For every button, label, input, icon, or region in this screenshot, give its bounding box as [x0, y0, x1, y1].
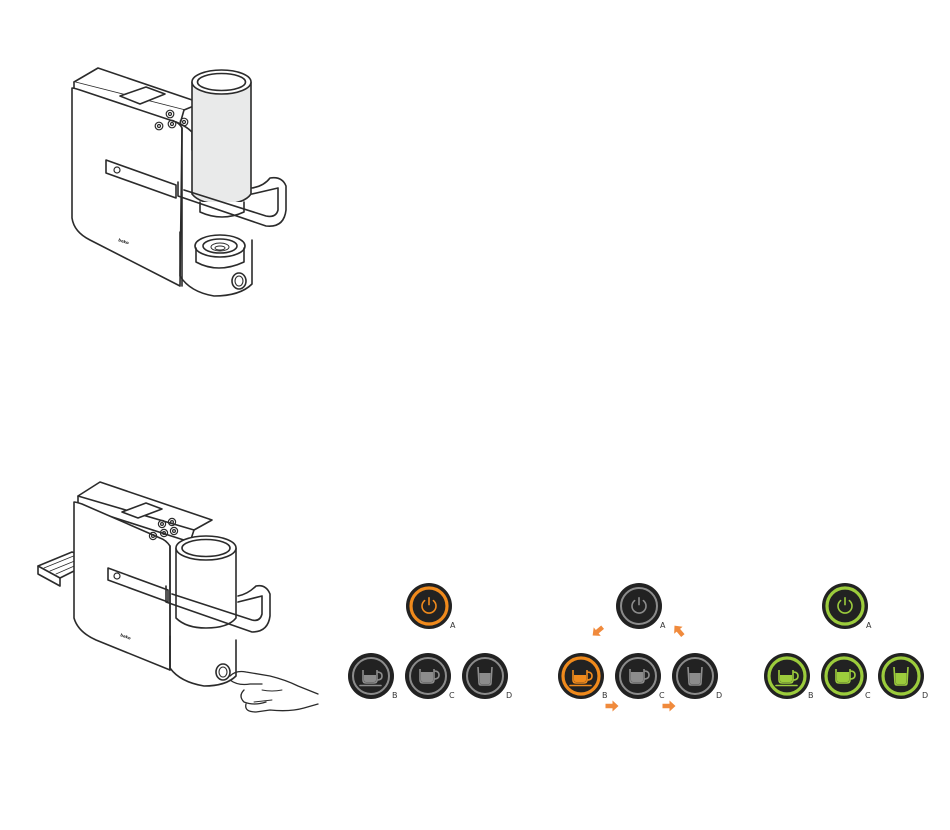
power-knob: [232, 273, 246, 289]
machine-button-b: B: [764, 653, 814, 700]
sequence-arrow-icon: [589, 623, 606, 640]
machine-button-b: B: [558, 653, 608, 700]
power-knob-2: [216, 664, 230, 680]
machine-with-water-bottle: [72, 68, 286, 296]
button-letter-d: D: [922, 691, 928, 700]
button-letter-c: C: [659, 691, 665, 700]
button-letter-c: C: [449, 691, 455, 700]
button-letter-b: B: [602, 691, 608, 700]
machine-button-d: D: [462, 653, 512, 700]
button-letter-a: A: [450, 621, 456, 630]
machine-button-a: A: [616, 583, 666, 630]
sequence-arrow-icon: [670, 622, 687, 639]
button-letter-b: B: [392, 691, 398, 700]
button-letter-a: A: [866, 621, 872, 630]
button-state-panels: A B C D A B C D A B C D: [348, 583, 928, 712]
button-panel-ready: A B C D: [764, 583, 928, 700]
sequence-arrow-icon: [606, 701, 619, 712]
machine-button-c: C: [405, 653, 455, 700]
machine-button-a: A: [406, 583, 456, 630]
machine-button-d: D: [672, 653, 722, 700]
button-panel-preheating: A B C D: [348, 583, 512, 700]
button-letter-d: D: [506, 691, 512, 700]
button-letter-c: C: [865, 691, 871, 700]
button-letter-d: D: [716, 691, 722, 700]
machine-button-c: C: [821, 653, 871, 700]
button-panel-cycling: A B C D: [558, 583, 722, 712]
sequence-arrow-icon: [663, 701, 676, 712]
machine-with-hand: [38, 482, 318, 712]
machine-button-d: D: [878, 653, 928, 700]
hand-pressing-button: [230, 672, 318, 713]
machine-button-b: B: [348, 653, 398, 700]
machine-button-c: C: [615, 653, 665, 700]
button-letter-a: A: [660, 621, 666, 630]
machine-button-a: A: [822, 583, 872, 630]
water-tank-short: [176, 536, 236, 628]
button-letter-b: B: [808, 691, 814, 700]
